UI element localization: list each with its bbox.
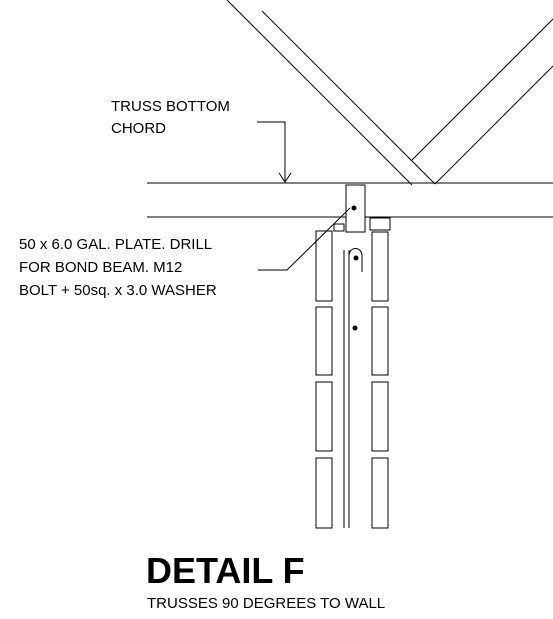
bolt-dot <box>353 255 359 261</box>
truss-web-right <box>411 18 553 185</box>
plate-label-line-3: BOLT + 50sq. x 3.0 WASHER <box>19 282 217 299</box>
truss-bottom-chord-label-line-1: TRUSS BOTTOM <box>111 98 230 115</box>
plate-label-line-2: FOR BOND BEAM. M12 <box>19 259 183 276</box>
truss-chord-leader <box>257 121 286 181</box>
bolt-dot <box>352 325 358 331</box>
plate-leader <box>258 207 351 271</box>
truss-web-left <box>226 0 436 186</box>
bolt-dot <box>351 205 357 211</box>
truss-chord-arrow <box>278 172 292 183</box>
truss-bottom-chord-label-line-2: CHORD <box>111 120 166 137</box>
packer-block-left <box>333 223 345 232</box>
packer-block <box>369 217 391 231</box>
bond-bar <box>343 248 363 528</box>
detail-subtitle: TRUSSES 90 DEGREES TO WALL <box>147 595 386 612</box>
masonry-wall-left <box>315 230 333 529</box>
detail-title: DETAIL F <box>146 550 305 591</box>
plate-label-line-1: 50 x 6.0 GAL. PLATE. DRILL <box>19 236 213 253</box>
masonry-wall-right <box>371 231 389 529</box>
